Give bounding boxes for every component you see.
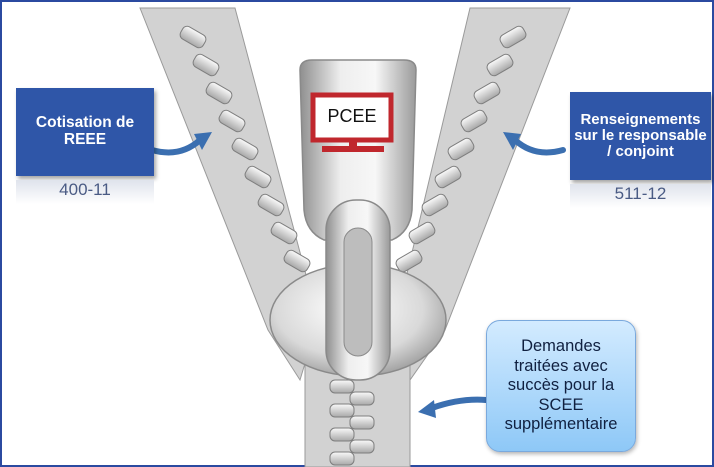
right-box-code: 511-12	[570, 184, 711, 208]
status-bubble: Demandes traitées avec succès pour la SC…	[486, 320, 636, 452]
arrow-bubble-icon	[429, 396, 489, 411]
zipper-slider	[269, 59, 447, 381]
arrow-right-icon	[512, 137, 566, 156]
zipper-teeth-right	[395, 25, 527, 273]
status-bubble-text: Demandes traitées avec succès pour la SC…	[504, 337, 618, 434]
zipper-teeth-left	[179, 25, 311, 273]
left-info-box: Cotisation de REEE	[16, 88, 154, 176]
arrowhead-left-icon	[194, 132, 212, 150]
monitor-icon	[310, 92, 394, 152]
left-box-title: Cotisation de REEE	[35, 114, 135, 148]
left-box-code: 400-11	[16, 180, 154, 204]
arrowhead-right-icon	[503, 132, 521, 150]
monitor-label: PCEE	[327, 106, 377, 126]
arrowhead-bubble-icon	[418, 400, 436, 418]
arrow-left-icon	[149, 137, 203, 156]
right-info-box: Renseignements sur le responsable / conj…	[570, 92, 711, 180]
right-box-title: Renseignements sur le responsable / conj…	[574, 110, 707, 161]
zipper-teeth-closed	[329, 379, 375, 466]
